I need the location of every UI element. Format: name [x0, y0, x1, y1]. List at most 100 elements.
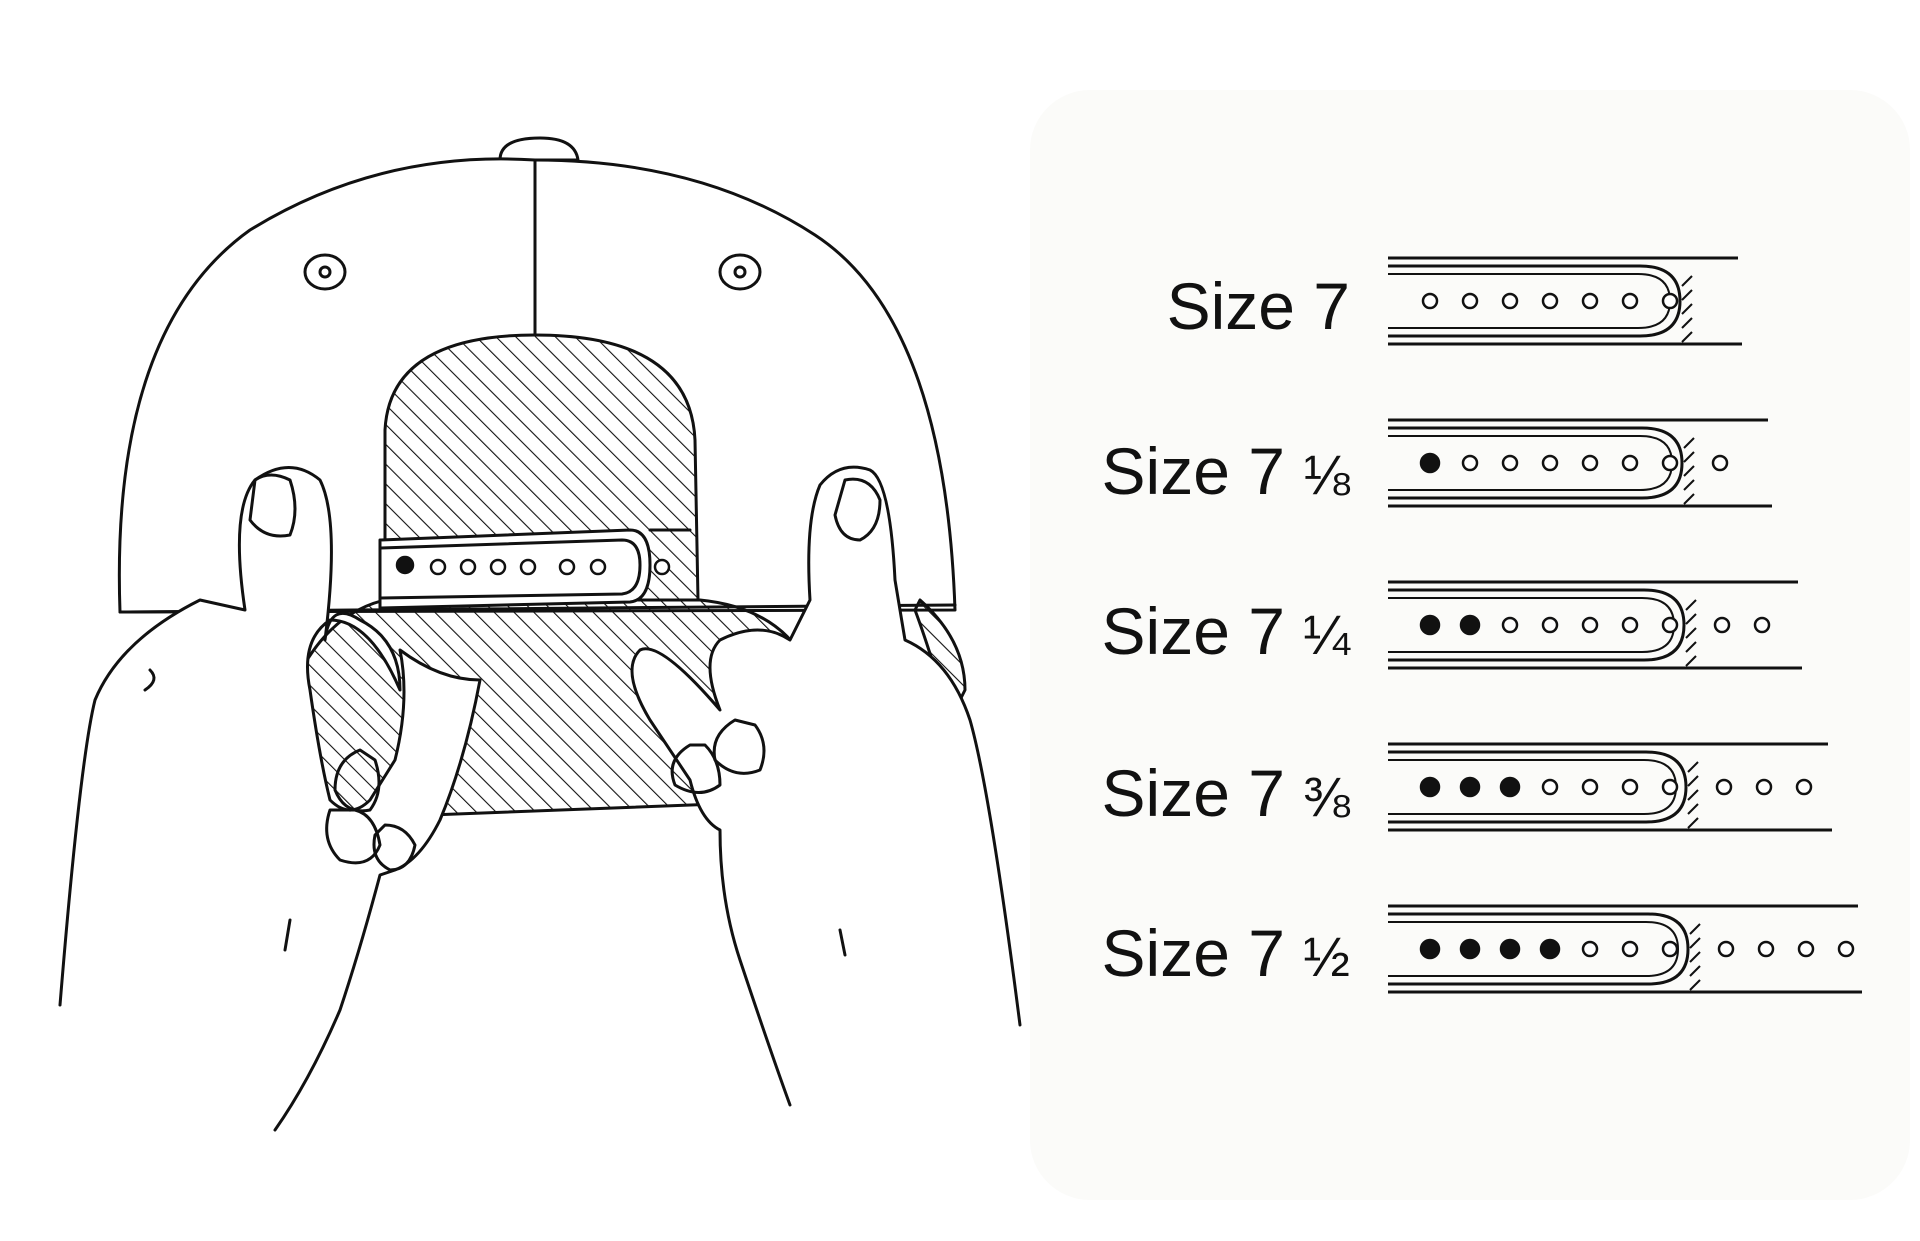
strap-hole-extra: [1711, 454, 1729, 472]
strap-hole-extra: [1753, 616, 1771, 634]
strap-hole-extra: [1797, 940, 1815, 958]
size-text: Size 7: [1101, 756, 1285, 830]
strap-hole-filled: [1459, 776, 1481, 798]
strap-hole: [1621, 454, 1639, 472]
strap-hatch: [1685, 599, 1697, 611]
size-fraction: ⅛: [1303, 443, 1350, 506]
strap-hatch: [1681, 331, 1693, 343]
strap-hole: [1461, 292, 1479, 310]
right-hand: [630, 465, 1022, 1107]
strap-hole: [519, 558, 537, 576]
strap-row: [1388, 904, 1862, 994]
strap-hatch: [1685, 627, 1697, 639]
strap-hole: [1541, 778, 1559, 796]
strap-hatch: [1687, 761, 1699, 773]
strap-hole-extra: [1713, 616, 1731, 634]
size-text: Size 7: [1101, 916, 1285, 990]
strap-hole-filled: [1419, 776, 1441, 798]
strap-hole-filled: [1459, 614, 1481, 636]
strap-hatch: [1685, 613, 1697, 625]
strap-hatch: [1685, 641, 1697, 653]
strap-hole: [1661, 778, 1679, 796]
size-text: Size 7: [1166, 269, 1350, 343]
strap-row: [1388, 580, 1802, 670]
strap-hatch: [1687, 817, 1699, 829]
strap-hole: [1621, 616, 1639, 634]
strap-hatch: [1683, 451, 1695, 463]
strap-tab: [1388, 426, 1684, 500]
strap-hole: [1661, 292, 1679, 310]
strap-hatch: [1683, 465, 1695, 477]
eyelet-right: [718, 253, 762, 291]
size-label-7-1-4: Size 7 ¼: [990, 598, 1350, 664]
size-text: Size 7: [1101, 434, 1285, 508]
strap-hole: [1581, 454, 1599, 472]
strap-hatch: [1689, 965, 1701, 977]
strap-hole: [1501, 292, 1519, 310]
size-text: Size 7: [1101, 594, 1285, 668]
strap-hatch: [1689, 951, 1701, 963]
strap-hole-filled: [1419, 614, 1441, 636]
size-fraction: ⅜: [1303, 765, 1350, 828]
strap-hatch: [1681, 303, 1693, 315]
strap-hole: [1581, 292, 1599, 310]
strap-hole: [1501, 616, 1519, 634]
strap-hole: [1621, 292, 1639, 310]
strap-row: [1388, 742, 1832, 832]
strap-hole: [1581, 778, 1599, 796]
size-fraction: ½: [1303, 925, 1350, 988]
strap-hole: [1621, 778, 1639, 796]
strap-hatch: [1689, 923, 1701, 935]
strap-hole-extra: [1717, 940, 1735, 958]
strap-hole: [1621, 940, 1639, 958]
strap-hole: [459, 558, 477, 576]
strap-hatch: [1681, 317, 1693, 329]
strap-hole-filled: [1499, 938, 1521, 960]
eyelet-left: [303, 253, 347, 291]
strap-hole: [429, 558, 447, 576]
strap-hole-extra: [1837, 940, 1855, 958]
strap-hole: [1581, 940, 1599, 958]
strap-hole: [489, 558, 507, 576]
strap-tab: [1388, 912, 1690, 986]
strap-hatch: [1689, 937, 1701, 949]
strap-hole-extra: [653, 558, 671, 576]
strap-hole: [1661, 454, 1679, 472]
strap-hatch: [1683, 437, 1695, 449]
strap-hatch: [1681, 289, 1693, 301]
strap-hole: [1541, 454, 1559, 472]
strap-hole: [589, 558, 607, 576]
strap-hatch: [1687, 803, 1699, 815]
strap-hole: [558, 558, 576, 576]
strap-hole-extra: [1795, 778, 1813, 796]
strap-hatch: [1685, 655, 1697, 667]
strap-hole-filled: [1419, 452, 1441, 474]
strap-hole: [1661, 616, 1679, 634]
strap-hatch: [1689, 979, 1701, 991]
size-fraction: ¼: [1303, 603, 1350, 666]
strap-row: [1388, 256, 1742, 346]
strap-hole-extra: [1755, 778, 1773, 796]
cap-illustration: [58, 136, 1022, 1132]
strap-tab: [1388, 750, 1688, 824]
strap-hatch: [1683, 479, 1695, 491]
strap-hatch: [1681, 275, 1693, 287]
strap-hole-filled: [395, 555, 415, 575]
strap-hole-extra: [1757, 940, 1775, 958]
strap-hole: [1461, 454, 1479, 472]
strap-hole: [1501, 454, 1519, 472]
strap-hole-filled: [1459, 938, 1481, 960]
left-hand: [58, 466, 482, 1132]
strap-hole: [1661, 940, 1679, 958]
strap-tab: [1388, 264, 1682, 338]
strap-tab: [1388, 588, 1686, 662]
cap-button: [498, 136, 580, 162]
strap-hatch: [1687, 789, 1699, 801]
size-label-7: Size 7: [990, 273, 1350, 339]
strap-hatch: [1683, 493, 1695, 505]
size-label-7-1-8: Size 7 ⅛: [990, 438, 1350, 504]
strap-hole: [1541, 292, 1559, 310]
strap-hole-filled: [1419, 938, 1441, 960]
